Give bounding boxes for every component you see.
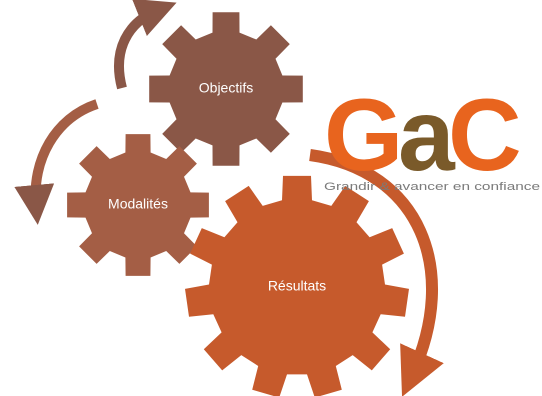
gear-resultats [185, 175, 409, 396]
logo-tagline: Grandir & avancer en confiance [324, 181, 540, 193]
arrow-top [114, 0, 177, 90]
gear-objectifs [149, 12, 303, 166]
gear-modalites [67, 134, 209, 276]
logo-letter-a: a [398, 78, 456, 192]
gear-label-resultats: Résultats [268, 278, 326, 294]
gear-label-objectifs: Objectifs [199, 80, 253, 96]
logo-letter-g: G [324, 78, 403, 192]
logo-letter-c: C [448, 78, 522, 192]
arrow-right [309, 149, 444, 396]
gear-label-modalites: Modalités [108, 196, 168, 212]
arrow-left [14, 99, 99, 225]
gac-logo: G a C Grandir & avancer en confiance [324, 78, 540, 193]
